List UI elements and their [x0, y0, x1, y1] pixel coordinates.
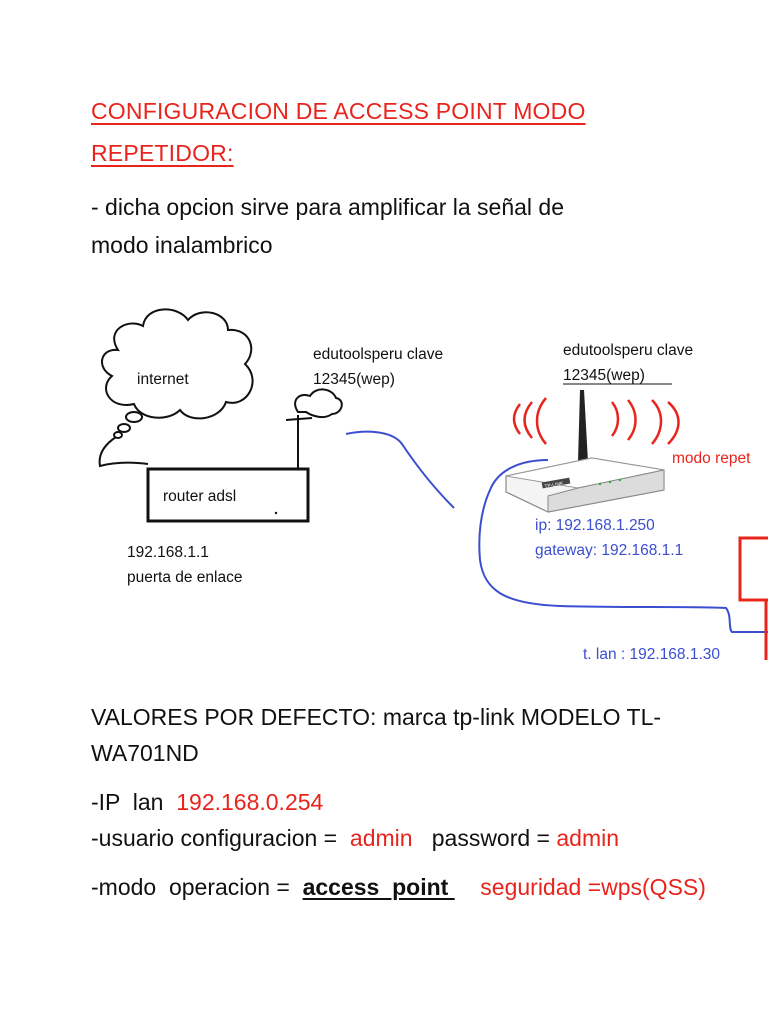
security-label: seguridad =wps(QSS) — [454, 874, 706, 900]
mode-row: -modo operacion = access point seguridad… — [91, 874, 706, 901]
password-label: password = — [412, 825, 557, 851]
credentials-row: -usuario configuracion = admin password … — [91, 825, 619, 852]
ssid-right-line1: edutoolsperu clave — [563, 342, 693, 359]
network-diagram: internet router adsl 192.168.1.1 puerta … — [98, 308, 768, 663]
router-label: router adsl — [163, 488, 236, 505]
cloud-icon — [98, 308, 254, 468]
defaults-line2: WA701ND — [91, 740, 199, 766]
operation-mode-value: access point — [302, 874, 455, 900]
operation-mode-label: -modo operacion = — [91, 874, 303, 900]
ap-brand: TP-LINK — [544, 481, 565, 490]
password-value: admin — [556, 825, 620, 851]
user-value: admin — [349, 825, 413, 851]
user-label: -usuario configuracion = — [91, 825, 350, 851]
defaults-line1: VALORES POR DEFECTO: marca tp-link MODEL… — [91, 704, 662, 730]
ap-ip: ip: 192.168.1.250 — [535, 517, 655, 534]
pc-outline-icon — [738, 536, 768, 602]
intro-line2: modo inalambrico — [91, 232, 273, 258]
page-title-line2: REPETIDOR: — [91, 140, 234, 166]
ip-lan-label: -IP lan — [91, 789, 177, 815]
wifi-waves-icon — [512, 397, 680, 445]
router-box — [146, 467, 310, 523]
router-gateway-label: puerta de enlace — [127, 569, 242, 586]
network-cables — [345, 430, 768, 633]
ip-lan-value: 192.168.0.254 — [176, 789, 324, 815]
intro-line1: - dicha opcion sirve para amplificar la … — [91, 194, 565, 220]
mode-label: modo repet — [672, 450, 751, 467]
ip-lan-row: -IP lan 192.168.0.254 — [91, 789, 323, 816]
ssid-left-line2: 12345(wep) — [313, 371, 395, 388]
router-ip: 192.168.1.1 — [127, 544, 209, 561]
access-point-icon: TP-LINK — [505, 390, 665, 513]
lan-ip: t. lan : 192.168.1.30 — [583, 646, 720, 663]
page-title-line1: CONFIGURACION DE ACCESS POINT MODO — [91, 98, 586, 124]
cloud-label: internet — [137, 371, 189, 388]
ap-gateway: gateway: 192.168.1.1 — [535, 542, 683, 559]
ssid-right-line2: 12345(wep) — [563, 367, 645, 384]
router-antenna-icon — [285, 388, 343, 468]
ssid-left-line1: edutoolsperu clave — [313, 346, 443, 363]
